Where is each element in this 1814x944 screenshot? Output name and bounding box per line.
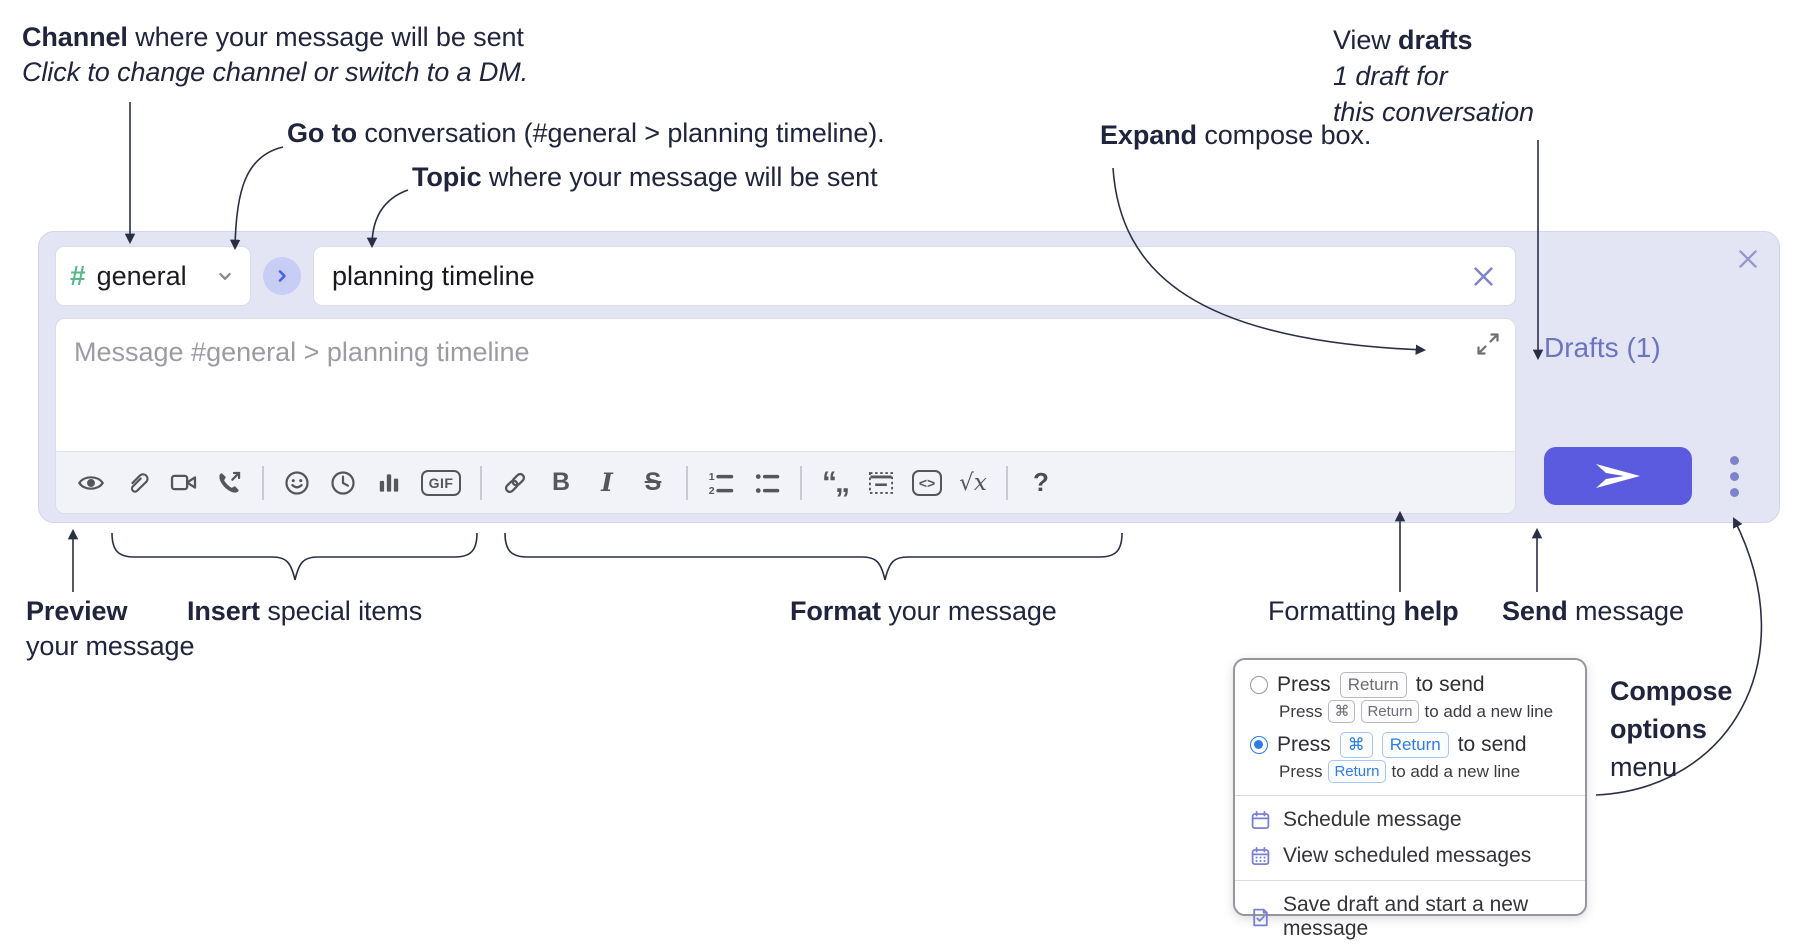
- toolbar-divider: [686, 465, 688, 500]
- toolbar-divider: [800, 465, 802, 500]
- voice-call-icon[interactable]: [206, 462, 252, 504]
- schedule-message-item[interactable]: Schedule message: [1235, 802, 1585, 838]
- close-icon: [1739, 250, 1757, 268]
- channel-name: general: [96, 260, 187, 291]
- message-textarea[interactable]: Message #general > planning timeline: [55, 318, 1516, 514]
- cmd-key: ⌘: [1328, 700, 1356, 723]
- send-button[interactable]: [1544, 447, 1692, 505]
- emoji-icon[interactable]: [274, 462, 320, 504]
- spoiler-icon[interactable]: [858, 462, 904, 504]
- radio-unselected[interactable]: [1250, 676, 1268, 694]
- view-scheduled-icon: [1250, 846, 1271, 867]
- topic-annotation: Topic where your message will be sent: [412, 162, 878, 192]
- formatting-help-annotation: Formatting help: [1268, 596, 1459, 626]
- close-icon: [1474, 266, 1493, 286]
- menu-item-label: Schedule message: [1283, 808, 1462, 831]
- kebab-dot: [1729, 471, 1739, 481]
- svg-text:2: 2: [709, 485, 715, 497]
- menu-divider: [1235, 795, 1585, 796]
- global-time-icon[interactable]: [320, 462, 366, 504]
- close-compose-button[interactable]: [1733, 244, 1763, 274]
- expand-annotation: Expand compose box.: [1100, 120, 1372, 150]
- preview-annotation: Preview your message: [26, 596, 195, 661]
- insert-annotation: Insert special items: [187, 596, 423, 626]
- video-call-icon[interactable]: [160, 462, 206, 504]
- chevron-down-icon: [219, 272, 231, 280]
- return-key: Return: [1339, 672, 1407, 698]
- kebab-dot: [1729, 455, 1739, 465]
- link-icon[interactable]: [492, 462, 538, 504]
- quote-icon[interactable]: “„: [822, 465, 850, 499]
- view-drafts-annotation: View drafts 1 draft for this conversatio…: [1333, 25, 1534, 127]
- message-placeholder: Message #general > planning timeline: [74, 337, 530, 367]
- code-icon[interactable]: <>: [904, 462, 950, 504]
- view-scheduled-messages-item[interactable]: View scheduled messages: [1235, 838, 1585, 874]
- menu-item-label: Save draft and start a new message: [1283, 893, 1529, 940]
- channel-annotation-sub: Click to change channel or switch to a D…: [22, 57, 529, 87]
- menu-divider: [1235, 880, 1585, 881]
- enter-sends-option-hint: Press ⌘ Return to add a new line: [1235, 699, 1585, 729]
- topic-input[interactable]: planning timeline: [313, 246, 1516, 306]
- message-formatting-help-icon[interactable]: ?: [1033, 467, 1049, 497]
- drafts-link[interactable]: Drafts (1): [1544, 332, 1661, 363]
- radio-selected[interactable]: [1250, 736, 1268, 754]
- go-to-conversation-button[interactable]: [263, 257, 301, 295]
- channel-annotation-rest: where your message will be sent: [127, 22, 524, 52]
- svg-text:1: 1: [709, 471, 715, 483]
- return-key: Return: [1381, 732, 1449, 758]
- toolbar-divider: [1006, 465, 1008, 500]
- schedule-calendar-icon: [1250, 810, 1271, 831]
- send-annotation: Send message: [1502, 596, 1684, 626]
- goto-annotation: Go to conversation (#general > planning …: [287, 118, 885, 148]
- menu-item-label: View scheduled messages: [1283, 844, 1532, 867]
- channel-annotation-bold: Channel: [22, 22, 128, 52]
- math-icon[interactable]: √x: [959, 469, 987, 496]
- strikethrough-icon[interactable]: S: [644, 468, 662, 496]
- compose-box: # general planning timeline Message #gen…: [38, 231, 1780, 523]
- topic-value: planning timeline: [332, 260, 535, 291]
- toolbar-divider: [480, 465, 482, 500]
- enter-sends-option[interactable]: Press Return to send: [1235, 669, 1585, 699]
- kebab-dot: [1729, 487, 1739, 497]
- cmd-enter-sends-option-hint: Press Return to add a new line: [1235, 759, 1585, 789]
- bold-icon[interactable]: B: [551, 468, 571, 496]
- compose-options-menu-button[interactable]: [1713, 448, 1755, 504]
- italic-icon[interactable]: I: [601, 468, 613, 497]
- compose-options-annotation: Compose options menu: [1610, 676, 1733, 782]
- clear-topic-button[interactable]: [1470, 263, 1497, 290]
- channel-hash-icon: #: [70, 260, 86, 291]
- send-plane-icon: [1596, 464, 1640, 488]
- channel-annotation: Channel where your message will be sent …: [22, 20, 528, 90]
- preview-eye-icon[interactable]: [68, 462, 114, 504]
- toolbar-divider: [262, 465, 264, 500]
- attach-file-icon[interactable]: [114, 462, 160, 504]
- save-draft-icon: [1250, 907, 1271, 928]
- expand-compose-icon[interactable]: [1475, 331, 1501, 362]
- return-key: Return: [1328, 760, 1386, 783]
- save-draft-item[interactable]: Save draft and start a new message: [1235, 887, 1585, 944]
- format-annotation: Format your message: [790, 596, 1057, 626]
- channel-picker[interactable]: # general: [55, 246, 251, 306]
- bulleted-list-icon[interactable]: [744, 462, 790, 504]
- cmd-enter-sends-option[interactable]: Press ⌘ Return to send: [1235, 729, 1585, 759]
- chevron-right-icon: [278, 270, 286, 282]
- return-key: Return: [1361, 700, 1419, 723]
- gif-icon[interactable]: GIF: [412, 462, 470, 504]
- cmd-key: ⌘: [1339, 732, 1373, 758]
- compose-options-menu: Press Return to send Press ⌘ Return to a…: [1233, 658, 1587, 940]
- poll-icon[interactable]: [366, 462, 412, 504]
